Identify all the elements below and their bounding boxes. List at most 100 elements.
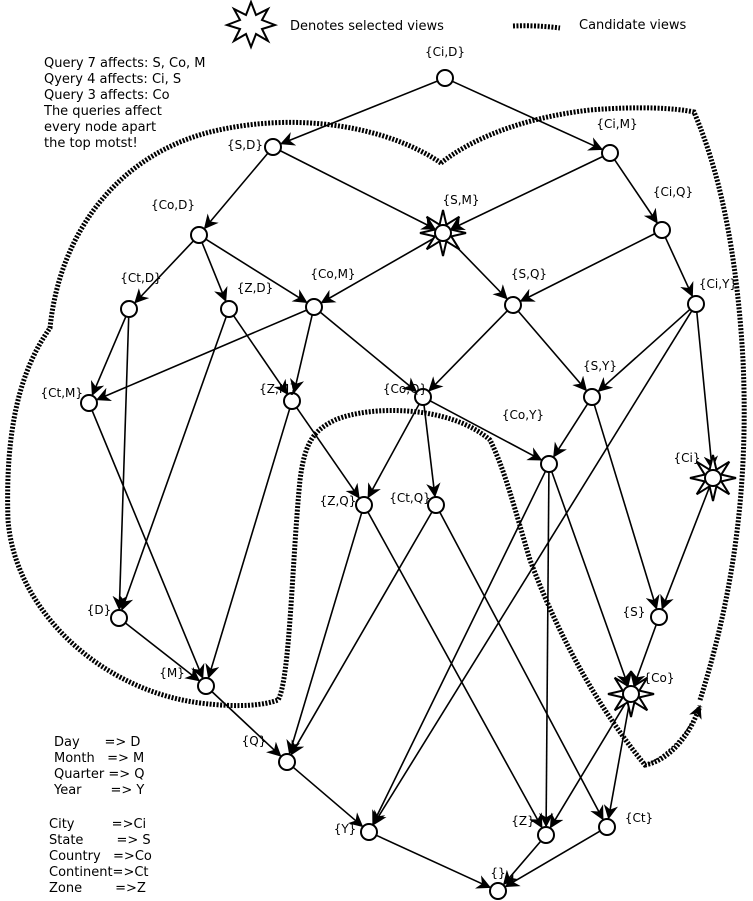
time-key: Day => D Month => M Quarter => Q Year =>… bbox=[53, 735, 145, 798]
node-circle bbox=[305, 298, 323, 316]
node-circle bbox=[414, 388, 432, 406]
time-key-line: Month => M bbox=[54, 751, 144, 766]
edge-arrow bbox=[449, 155, 604, 230]
view-node-ciy: {Ci,Y} bbox=[687, 277, 737, 313]
edge-arrow bbox=[90, 316, 127, 397]
candidate-boundary-outer bbox=[5, 119, 703, 768]
node-label: {Co,D} bbox=[151, 198, 195, 212]
node-circle bbox=[598, 818, 616, 836]
node-circle bbox=[537, 826, 555, 844]
geo-key-line: Country =>Co bbox=[49, 849, 152, 864]
dotted-line-icon bbox=[512, 23, 561, 31]
note-line: Query 3 affects: Co bbox=[44, 88, 170, 103]
note-line: The queries affect bbox=[43, 104, 162, 119]
node-label: {Co,Y} bbox=[502, 408, 544, 422]
edge-arrow bbox=[664, 236, 694, 298]
node-label: {Z,M} bbox=[259, 382, 297, 396]
edge-arrow bbox=[91, 410, 205, 680]
view-node-y: {Y} bbox=[334, 822, 378, 841]
legend: Denotes selected views Candidate views bbox=[223, 0, 687, 50]
node-circle bbox=[120, 300, 138, 318]
edge-arrow bbox=[367, 403, 420, 499]
node-circle bbox=[650, 608, 668, 626]
edge-arrow bbox=[439, 511, 604, 821]
node-circle bbox=[489, 882, 507, 900]
node-label: {Ci,Q} bbox=[653, 185, 693, 199]
view-node-sm: {S,M} bbox=[419, 193, 480, 257]
node-label: {Z,D} bbox=[237, 281, 274, 295]
node-circle bbox=[601, 144, 619, 162]
node-circle bbox=[360, 823, 378, 841]
node-circle bbox=[190, 226, 208, 244]
view-node-com: {Co,M} bbox=[305, 267, 356, 316]
edge-arrow bbox=[597, 308, 691, 392]
edge-arrow bbox=[290, 511, 433, 756]
node-circle bbox=[80, 394, 98, 412]
edge-arrow bbox=[553, 403, 589, 458]
view-node-q: {Q} bbox=[242, 734, 296, 771]
node-label: {Ct} bbox=[625, 811, 653, 825]
edge-arrow bbox=[279, 149, 437, 230]
view-node-cim: {Ci,M} bbox=[596, 117, 638, 162]
geo-key-line: City =>Ci bbox=[49, 817, 146, 832]
query-notes: Query 7 affects: S, Co, M Qyery 4 affect… bbox=[43, 56, 206, 151]
view-node-zd: {Z,D} bbox=[220, 281, 274, 318]
node-circle bbox=[220, 300, 238, 318]
view-node-ciq: {Ci,Q} bbox=[653, 185, 693, 239]
node-label: {Z,Q} bbox=[320, 494, 357, 508]
edge-arrow bbox=[232, 315, 288, 395]
node-circle bbox=[355, 496, 373, 514]
edge-arrow bbox=[286, 512, 363, 755]
node-label: {S,Y} bbox=[583, 359, 617, 373]
time-key-line: Quarter => Q bbox=[54, 767, 145, 782]
edge-arrow bbox=[631, 624, 658, 687]
view-node-ci: {Ci} bbox=[674, 451, 737, 502]
edge-arrow bbox=[124, 622, 201, 682]
edge-arrow bbox=[320, 236, 437, 304]
node-label: {S,M} bbox=[442, 193, 479, 207]
view-node-ct: {Ct} bbox=[598, 811, 653, 836]
edge-arrow bbox=[549, 700, 628, 829]
edge-arrow bbox=[539, 471, 554, 828]
star-burst-icon bbox=[223, 0, 279, 50]
edge-arrow bbox=[517, 310, 588, 392]
view-node-zm: {Z,M} bbox=[259, 382, 301, 410]
edge-arrow bbox=[319, 311, 418, 393]
view-node-sq: {S,Q} bbox=[504, 267, 547, 314]
geo-key-line: Continent=>Ct bbox=[49, 865, 149, 880]
node-circle bbox=[283, 392, 301, 410]
geo-key: City =>Ci State => S Country =>Co Contin… bbox=[49, 817, 152, 896]
node-label: {Q} bbox=[242, 734, 267, 748]
node-circle bbox=[622, 685, 640, 703]
node-label: {Ci,M} bbox=[596, 117, 637, 131]
edge-arrow bbox=[290, 314, 313, 394]
node-circle bbox=[110, 609, 128, 627]
node-label: {Ct,M} bbox=[40, 386, 83, 400]
edge-arrow bbox=[696, 311, 719, 471]
node-circle bbox=[434, 224, 452, 242]
geo-key-line: Zone =>Z bbox=[49, 881, 146, 896]
edge-arrow bbox=[280, 80, 438, 146]
edge-arrow bbox=[423, 404, 441, 498]
edges-layer bbox=[90, 80, 719, 889]
edge-arrow bbox=[428, 310, 508, 392]
edge-arrow bbox=[660, 485, 711, 610]
edge-arrow bbox=[613, 159, 658, 224]
node-label: {M} bbox=[159, 666, 185, 680]
node-label: {Z} bbox=[511, 814, 535, 828]
view-node-ctq: {Ct,Q} bbox=[389, 491, 445, 514]
node-circle bbox=[264, 138, 282, 156]
node-label: {Ci,Y} bbox=[699, 277, 737, 291]
node-circle bbox=[583, 388, 601, 406]
edge-arrow bbox=[295, 407, 360, 499]
note-line: the top motst! bbox=[44, 136, 138, 151]
view-node-co: {Co} bbox=[607, 670, 675, 718]
view-node-ctm: {Ct,M} bbox=[40, 386, 98, 412]
node-label: {Ci,D} bbox=[425, 45, 465, 59]
node-circle bbox=[427, 496, 445, 514]
node-label: {S,D} bbox=[227, 138, 263, 152]
node-label: {D} bbox=[87, 603, 112, 617]
legend-selected-label: Denotes selected views bbox=[290, 19, 444, 34]
view-node-zq: {Z,Q} bbox=[320, 494, 373, 514]
edge-arrow bbox=[292, 766, 364, 828]
